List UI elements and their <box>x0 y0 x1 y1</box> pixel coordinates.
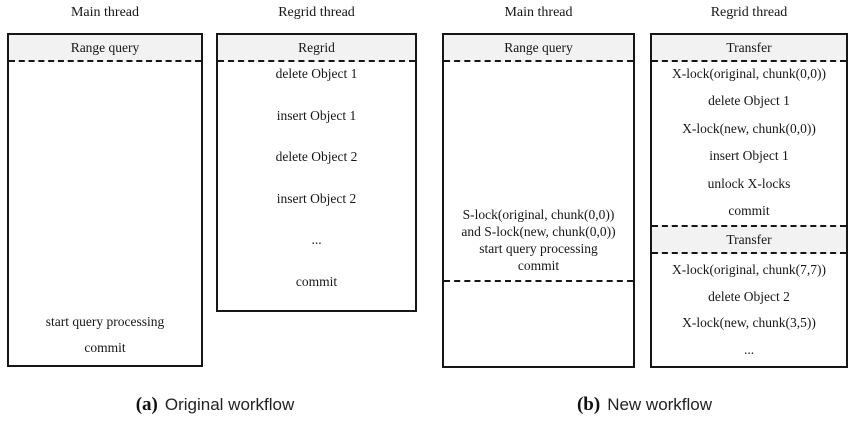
panel-a-caption: (a) Original workflow <box>0 394 430 416</box>
workflow-step: start query processing <box>479 241 598 256</box>
panel-b-transfer-2-steps: X-lock(original, chunk(7,7)) delete Objec… <box>652 254 846 366</box>
workflow-step: delete Object 2 <box>275 149 358 165</box>
workflow-step: X-lock(original, chunk(0,0)) <box>671 66 827 81</box>
workflow-step: X-lock(new, chunk(0,0)) <box>682 120 816 136</box>
panel-b-caption: (b) New workflow <box>430 394 859 416</box>
panel-b-range-query-header: Range query <box>444 35 633 62</box>
workflow-step: and S-lock(new, chunk(0,0)) <box>461 224 616 239</box>
panel-b-caption-text: New workflow <box>607 395 713 414</box>
workflow-step: start query processing <box>45 314 165 329</box>
panel-b-transfer-1-steps: X-lock(original, chunk(0,0)) delete Objec… <box>652 62 846 225</box>
panel-b-regrid-thread-box: Transfer X-lock(original, chunk(0,0)) del… <box>650 33 848 368</box>
panel-b-transfer-header-2: Transfer <box>652 225 846 254</box>
workflow-step: commit <box>84 340 126 355</box>
panel-a-regrid-steps: delete Object 1 insert Object 1 delete Obj… <box>218 62 415 310</box>
workflow-step: delete Object 1 <box>275 66 358 81</box>
workflow-step: commit <box>517 258 560 273</box>
panel-b-caption-label: (b) <box>576 394 601 415</box>
workflow-step: insert Object 1 <box>276 107 357 123</box>
panel-a-caption-label: (a) <box>135 394 158 415</box>
workflow-step: X-lock(new, chunk(3,5)) <box>682 315 816 331</box>
panel-b-regrid-thread-title: Regrid thread <box>710 5 788 20</box>
panel-a-main-thread-title: Main thread <box>70 5 140 20</box>
workflow-step: unlock X-locks <box>707 175 791 191</box>
workflow-step: insert Object 2 <box>276 190 357 206</box>
workflow-step: S-lock(original, chunk(0,0)) <box>462 207 615 222</box>
panel-a-regrid-thread-title: Regrid thread <box>278 5 355 20</box>
workflow-step: commit <box>295 273 338 289</box>
panel-b-main-thread-box: Range query S-lock(original, chunk(0,0))… <box>442 33 635 368</box>
panel-a-main-thread-steps: start query processing commit <box>9 62 201 365</box>
workflow-step: insert Object 1 <box>709 148 789 164</box>
workflow-step: ... <box>311 232 322 248</box>
panel-b-main-thread-title: Main thread <box>504 5 573 20</box>
panel-a-main-thread-box: Range query start query processing commit <box>7 33 203 367</box>
panel-b-main-thread-steps: S-lock(original, chunk(0,0)) and S-lock(n… <box>444 62 633 282</box>
workflow-step: ... <box>743 341 755 357</box>
workflow-step: delete Object 1 <box>708 93 790 109</box>
workflow-step: commit <box>728 202 770 218</box>
workflow-step: delete Object 2 <box>708 288 790 304</box>
panel-b-transfer-header-1: Transfer <box>652 35 846 62</box>
workflow-step: X-lock(original, chunk(7,7)) <box>671 262 827 277</box>
panel-a-range-query-header: Range query <box>9 35 201 62</box>
panel-a-caption-text: Original workflow <box>164 395 295 414</box>
panel-a-regrid-header: Regrid <box>218 35 415 62</box>
